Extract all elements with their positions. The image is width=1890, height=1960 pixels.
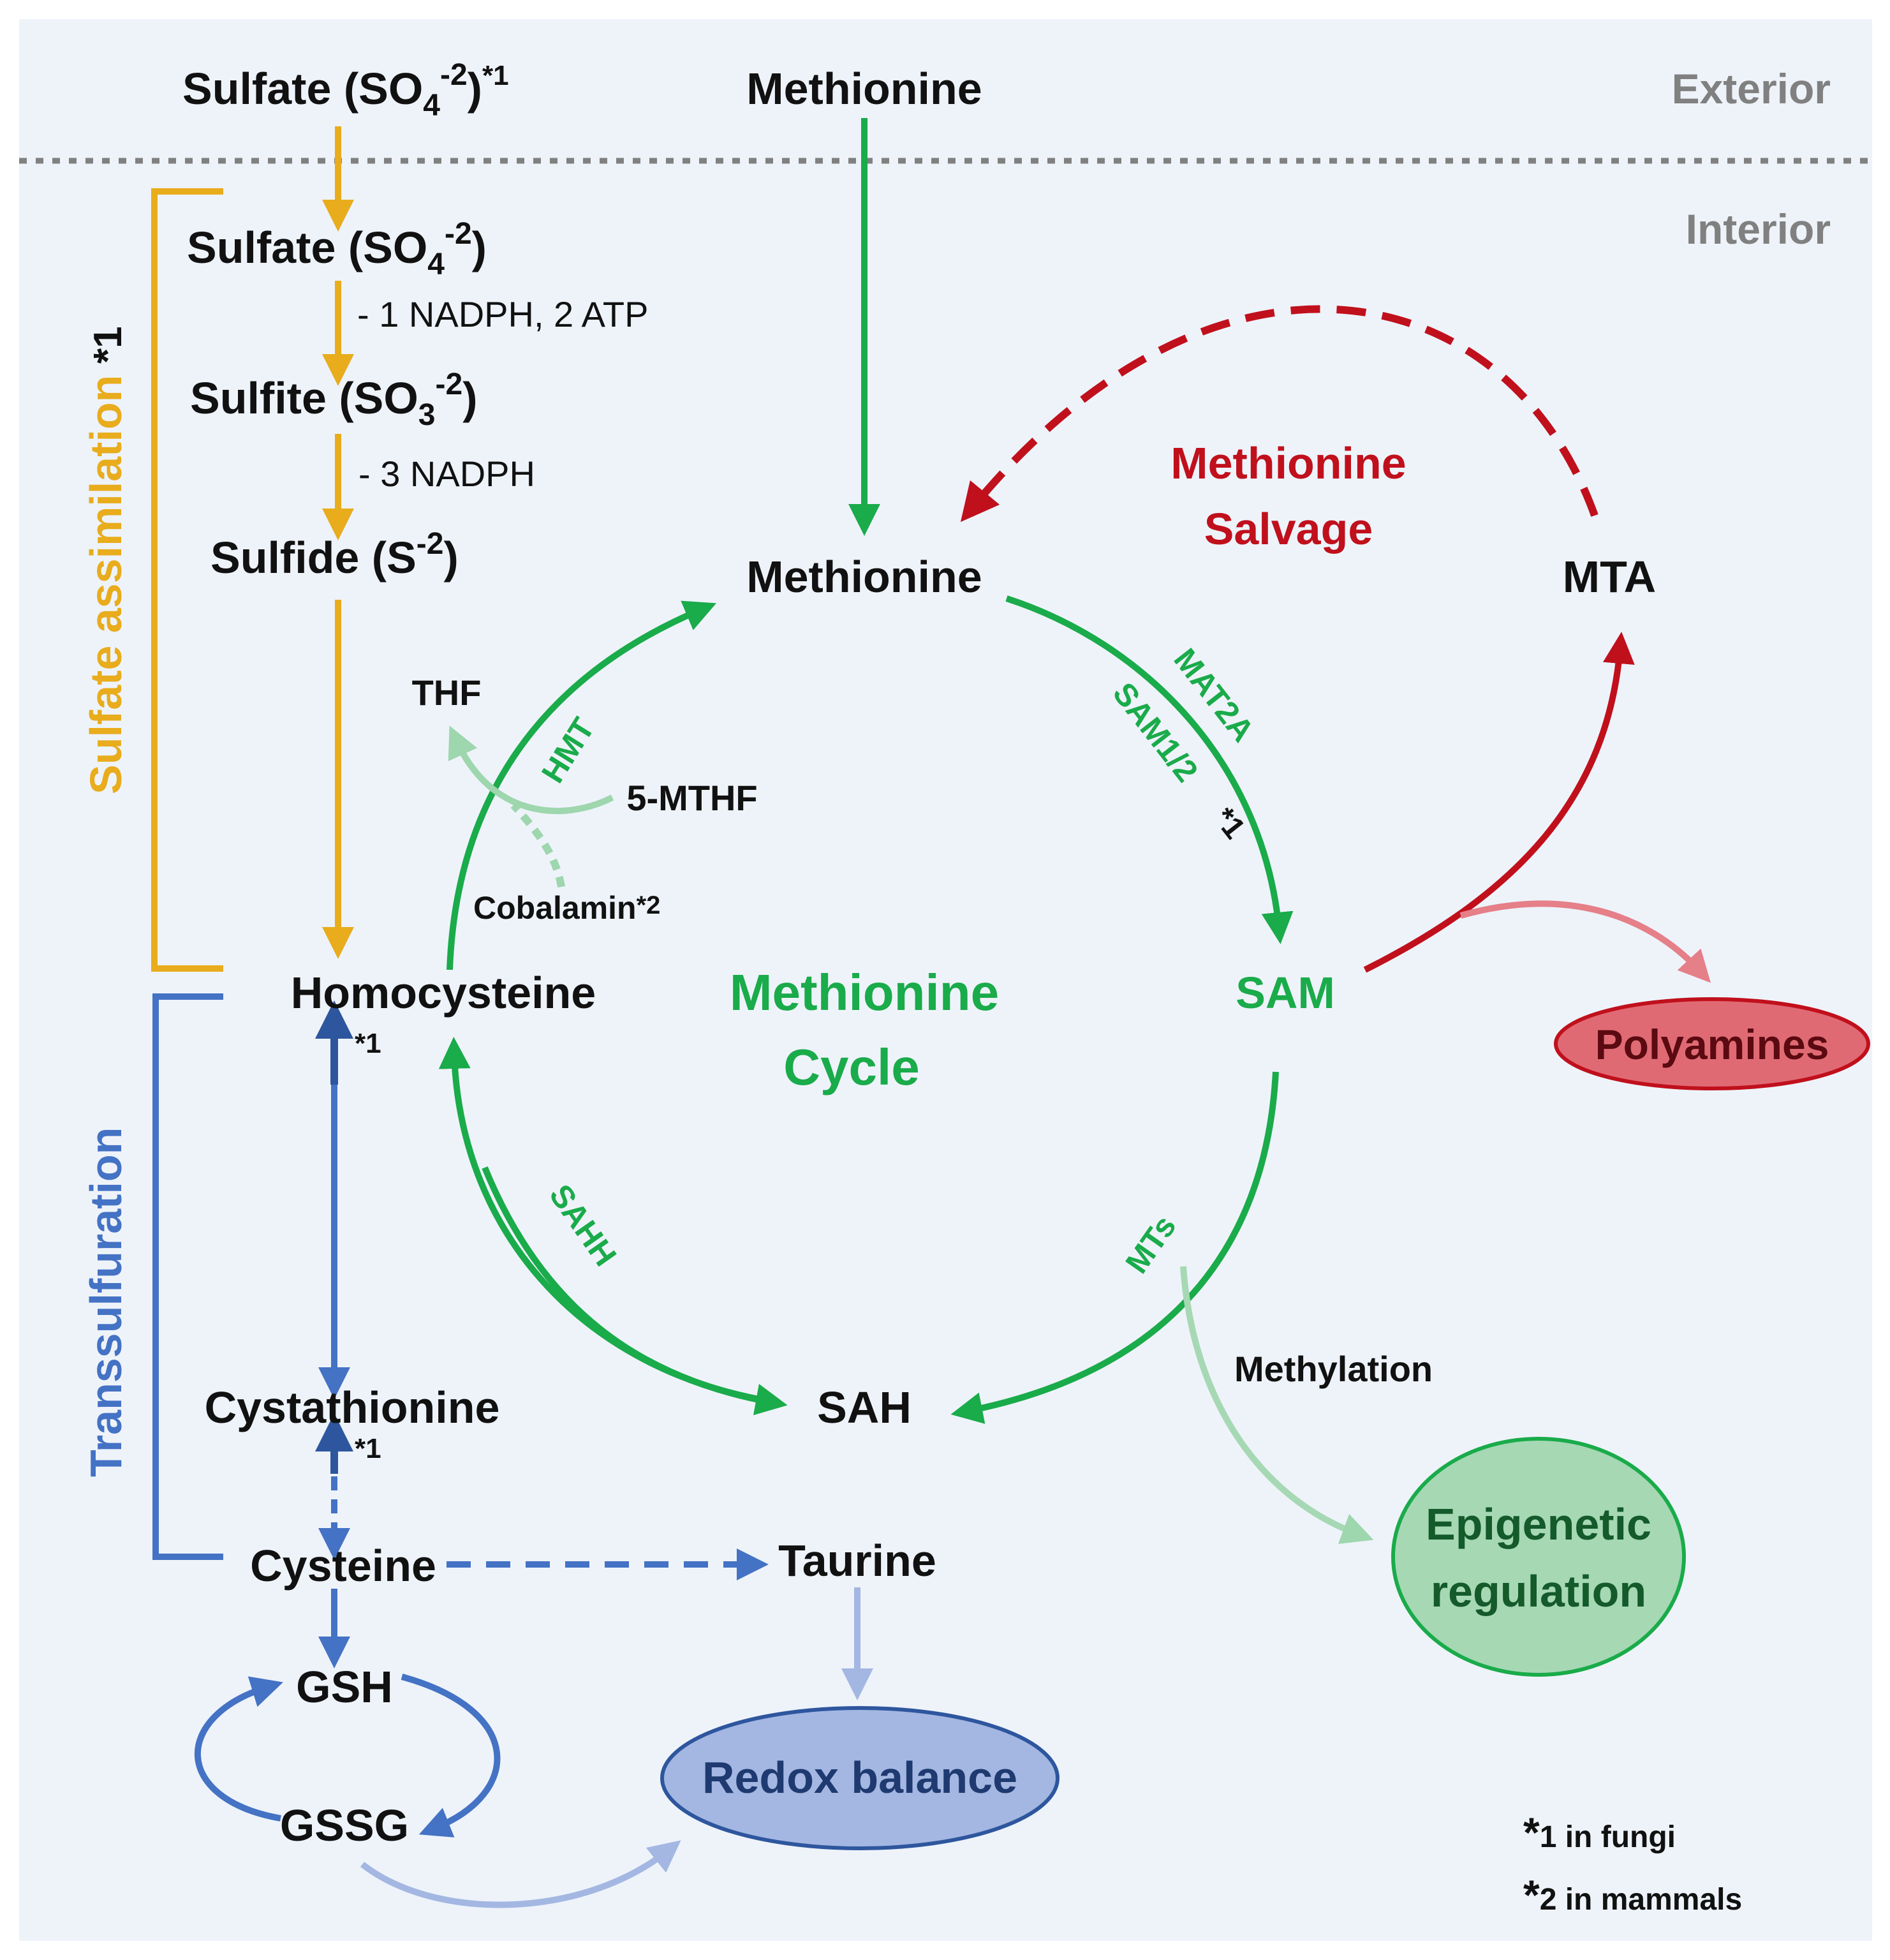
node-gssg: GSSG [280, 1800, 409, 1850]
exterior-label: Exterior [1672, 65, 1831, 112]
salvage-title-line1: Methionine [1170, 438, 1406, 488]
arrow-mthf-to-thf [448, 725, 614, 815]
sulfate-assimilation-bracket [151, 188, 223, 972]
redox-balance-label: Redox balance [702, 1753, 1017, 1802]
epigenetic-label-line2: regulation [1431, 1566, 1646, 1616]
node-sulfate-interior: Sulfate (SO4-2) [187, 217, 487, 281]
polyamines-label: Polyamines [1595, 1021, 1829, 1068]
node-sulfite: Sulfite (SO3-2) [190, 368, 478, 432]
epigenetic-label-line1: Epigenetic [1426, 1499, 1651, 1549]
node-cystathionine: Cystathionine [205, 1383, 500, 1432]
arrow-mta-to-methionine [960, 305, 1598, 523]
arrow-gssg-to-gsh [195, 1676, 283, 1822]
interior-label: Interior [1686, 205, 1831, 253]
node-sulfide: Sulfide (S-2) [210, 527, 459, 583]
node-cysteine: Cysteine [250, 1541, 436, 1591]
arrow-methionine-to-sam [1005, 595, 1294, 944]
node-methionine: Methionine [746, 552, 982, 602]
epigenetic-regulation-ellipse [1391, 1437, 1686, 1677]
node-5-mthf: 5-MTHF [626, 778, 757, 818]
reaction-sulfite-to-sulfide: - 3 NADPH [358, 454, 535, 494]
node-sulfate-exterior: Sulfate (SO4-2)*1 [182, 58, 509, 122]
node-methionine-exterior: Methionine [746, 64, 982, 114]
node-sah: SAH [817, 1383, 912, 1432]
legend-note-fungi: *1 in fungi [1523, 1809, 1676, 1856]
arrow-gssg-redox [360, 1840, 681, 1908]
arrow-methylation [1180, 1266, 1374, 1544]
methionine-cycle-title-line1: Methionine [730, 964, 999, 1021]
node-mta: MTA [1563, 552, 1656, 602]
node-homocysteine: Homocysteine [291, 968, 596, 1018]
node-gsh: GSH [296, 1662, 393, 1712]
arrow-sam-to-sah [950, 1071, 1279, 1424]
arrow-sam-to-polyamines [1459, 900, 1711, 983]
arrow-sah-from-homocysteine [482, 1166, 788, 1416]
homocysteine-note: *1 [355, 1028, 381, 1059]
cystathionine-note: *1 [355, 1433, 381, 1464]
redox-balance-ellipse [660, 1706, 1059, 1850]
salvage-title-line2: Salvage [1204, 504, 1373, 554]
sulfate-assimilation-label: Sulfate assimilation [81, 375, 131, 794]
methylation-label: Methylation [1234, 1349, 1433, 1389]
node-sam: SAM [1236, 968, 1335, 1018]
node-taurine: Taurine [778, 1536, 936, 1585]
transsulfuration-bracket [152, 993, 223, 1560]
transsulfuration-label: Transsulfuration [81, 1127, 131, 1477]
sulfate-assimilation-note: *1 [86, 326, 130, 364]
polyamines-ellipse [1554, 997, 1870, 1090]
legend-note-mammals: *2 in mammals [1523, 1871, 1742, 1919]
arrow-homocysteine-to-methionine [447, 600, 717, 970]
arrow-gsh-to-gssg [401, 1674, 501, 1838]
node-cobalamin: Cobalamin*2 [473, 890, 660, 926]
methionine-cycle-title-line2: Cycle [783, 1039, 919, 1095]
node-thf: THF [412, 672, 482, 713]
arrow-sam-to-mta [1363, 632, 1635, 973]
reaction-sulfate-to-sulfite: - 1 NADPH, 2 ATP [357, 294, 648, 334]
